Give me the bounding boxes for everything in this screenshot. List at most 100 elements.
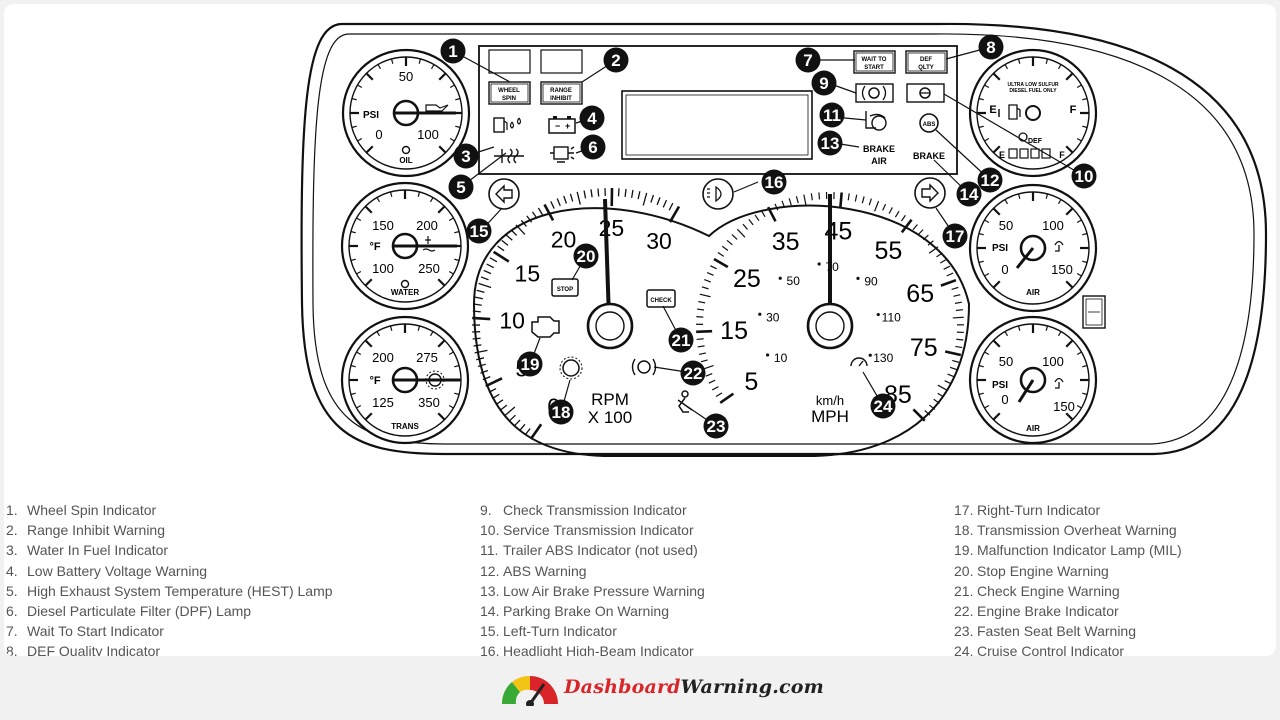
speed-tick [947, 373, 955, 378]
kmh-tick-label: 90 [864, 274, 878, 288]
tach-tick-label: 30 [646, 228, 672, 254]
legend-text: High Exhaust System Temperature (HEST) L… [27, 582, 333, 599]
air-pressure-icon [1054, 377, 1064, 389]
speed-tick [708, 379, 716, 384]
legend-number: 17. [954, 502, 974, 518]
tach-tick-label: 25 [599, 215, 625, 241]
gauge-tick [1004, 331, 1009, 337]
legend-item: 23.Fasten Seat Belt Warning [954, 621, 1182, 641]
stop-label: STOP [557, 287, 573, 293]
tach-tick [519, 423, 526, 431]
callout-badge-21 [668, 327, 694, 353]
callout-badge-13 [817, 130, 843, 156]
logo-text-part2: Warning.com [680, 676, 824, 698]
gauge-tick [1045, 58, 1049, 64]
tach-tick [472, 337, 481, 340]
legend-text: Parking Brake On Warning [503, 603, 669, 620]
gauge-tick [356, 404, 362, 409]
legend-item: 10.Service Transmission Indicator [480, 520, 705, 540]
callout-badge-16 [761, 169, 787, 195]
speed-tick [810, 193, 813, 201]
coolant-temp-icon [422, 236, 436, 252]
tach-tick [485, 377, 503, 388]
callout-badge-17 [942, 223, 968, 249]
gauge-tick [448, 217, 454, 222]
water-gauge: 150 200 100 250 °F WATER [340, 181, 470, 311]
tach-tick [637, 191, 641, 200]
battery-minus: − [555, 121, 560, 131]
speed-tick [715, 392, 723, 398]
speed-tick [888, 207, 893, 214]
speed-tick [748, 218, 754, 226]
tach-unit-rpm: RPM [591, 390, 629, 409]
gauge-tick [389, 325, 393, 331]
tach-tick [543, 203, 555, 221]
tach-tick [474, 349, 488, 354]
gauge-tick [364, 205, 373, 214]
gauge-tick [356, 270, 362, 275]
kmh-tick-label: 130 [873, 351, 893, 365]
legend-text: Low Battery Voltage Warning [27, 562, 208, 579]
tach-tick [556, 198, 561, 207]
callout-badge-14 [956, 181, 982, 207]
callout-badge-3 [453, 143, 479, 169]
air-pressure-icon [1054, 240, 1064, 252]
legend-text: Service Transmission Indicator [503, 522, 694, 539]
legend-item: 3.Water In Fuel Indicator [6, 540, 333, 560]
air2-label: AIR [1026, 424, 1040, 433]
gauge-tick [1057, 64, 1062, 70]
tach-tick [477, 363, 486, 368]
tach-tick [478, 282, 492, 289]
range-inhibit-button: RANGE INHIBIT [540, 81, 583, 105]
hest-icon [494, 148, 524, 164]
gauge-tick [377, 64, 382, 70]
legend-number: 23. [954, 623, 974, 640]
tach-tick [476, 357, 485, 361]
tach-tick [480, 276, 489, 281]
speed-tick [702, 364, 714, 370]
water-in-fuel-icon [493, 117, 522, 133]
legend-item: 20.Stop Engine Warning [954, 561, 1182, 581]
speed-tick [928, 246, 939, 254]
callout-badge-12 [977, 167, 1003, 193]
wheel-spin-text-1: WHEEL [498, 88, 520, 94]
gauge-tick [389, 191, 393, 197]
callout-badge-10 [1071, 163, 1097, 189]
legend-text: Trailer ABS Indicator (not used) [503, 542, 698, 559]
speed-tick [781, 200, 786, 208]
legend-text: Engine Brake Indicator [977, 603, 1119, 620]
tach-tick [531, 211, 538, 219]
air2-unit: PSI [992, 380, 1008, 391]
fuel-empty-label: E [989, 104, 996, 116]
air-gauge-primary: 50 100 0 150 PSI AIR [968, 183, 1098, 313]
speed-tick [713, 257, 729, 269]
site-logo[interactable]: DashboardWarning.com [498, 670, 824, 710]
speed-tick [912, 408, 926, 422]
engine-brake-icon [631, 358, 657, 376]
speed-tick [939, 258, 947, 264]
gauge-tick [350, 258, 356, 262]
def-text-1: DEF [920, 57, 932, 63]
air1-tick-100: 100 [1042, 218, 1064, 233]
legend-item: 18.Transmission Overheat Warning [954, 520, 1182, 540]
fuel-gauge-ticks [977, 57, 1089, 154]
callout-number-3: 3 [461, 147, 470, 166]
gauge-tick [1082, 260, 1088, 264]
tach-tick [492, 250, 510, 263]
tach-tick-label: 20 [551, 227, 577, 253]
tach-tick [482, 376, 491, 381]
footer: DashboardWarning.com [0, 656, 1280, 720]
gauge-tick [429, 197, 434, 203]
callout-number-11: 11 [823, 106, 841, 125]
legend-number: 9. [480, 502, 492, 518]
trailer-abs-icon [865, 111, 887, 131]
gauge-tick [984, 219, 990, 224]
tach-tick [486, 263, 495, 269]
gauge-tick [437, 412, 446, 421]
gauge-tick [1057, 331, 1062, 337]
tach-tick-label: 15 [515, 260, 541, 286]
tach-tick [668, 205, 681, 223]
speed-tick [951, 286, 959, 290]
gauge-tick [978, 97, 984, 101]
tach-tick [510, 229, 518, 236]
